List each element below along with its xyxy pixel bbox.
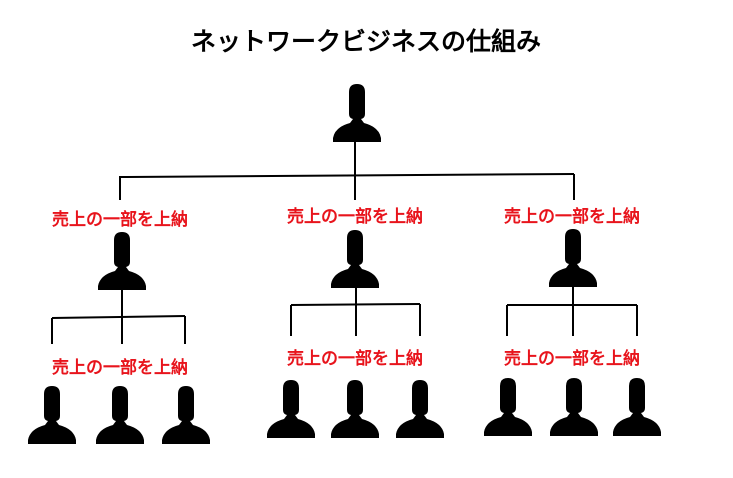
person-icon-level2-right-1 (484, 378, 532, 436)
label-middle-upper: 売上の一部を上納 (287, 206, 423, 227)
person-icon-level2-right-2 (550, 378, 598, 436)
label-left-lower: 売上の一部を上納 (52, 357, 188, 378)
page-title: ネットワークビジネスの仕組み (191, 27, 541, 56)
label-right-upper: 売上の一部を上納 (504, 206, 640, 227)
person-icon-level2-left-2 (96, 386, 144, 444)
person-icon-level1-left (98, 232, 146, 290)
person-icon-level2-middle-2 (331, 380, 379, 438)
person-icon-top (333, 84, 381, 142)
person-icon-level2-left-1 (28, 386, 76, 444)
person-icon-level1-right (549, 229, 597, 287)
person-icon-level2-middle-1 (267, 380, 315, 438)
connector-lines (51, 142, 638, 344)
person-icon-level2-middle-3 (396, 380, 444, 438)
label-right-lower: 売上の一部を上納 (504, 348, 640, 369)
label-middle-lower: 売上の一部を上納 (287, 348, 423, 369)
label-left-upper: 売上の一部を上納 (52, 209, 188, 230)
person-icon-level2-right-3 (613, 378, 661, 436)
person-icon-level1-middle (331, 230, 379, 288)
relation-labels: 売上の一部を上納 売上の一部を上納 売上の一部を上納 売上の一部を上納 売上の一… (52, 206, 640, 378)
person-icon-level2-left-3 (162, 386, 210, 444)
people (28, 84, 661, 444)
